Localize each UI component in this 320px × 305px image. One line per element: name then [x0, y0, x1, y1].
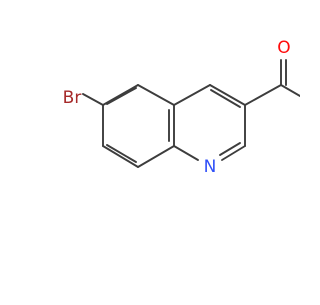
atom-bromine: Br	[63, 88, 82, 108]
bond	[137, 145, 175, 168]
bond	[210, 89, 241, 108]
bond	[244, 84, 282, 106]
bond	[106, 87, 137, 105]
bonds	[82, 59, 301, 168]
bond	[221, 145, 246, 161]
bond	[102, 84, 139, 106]
bond	[102, 145, 139, 168]
structure-canvas: Br N O	[63, 38, 301, 177]
atom-carbonyl-oxygen: O	[277, 38, 290, 58]
bond	[173, 145, 199, 161]
bond	[219, 142, 241, 156]
bond	[280, 84, 301, 97]
bond	[106, 144, 137, 163]
bond	[209, 84, 246, 106]
atom-ring-nitrogen: N	[204, 157, 217, 177]
molecule-structure: Br N O	[63, 38, 301, 177]
atom-labels: Br N O	[63, 38, 291, 177]
bond	[82, 93, 104, 106]
bond	[173, 84, 211, 106]
bond	[137, 84, 175, 106]
